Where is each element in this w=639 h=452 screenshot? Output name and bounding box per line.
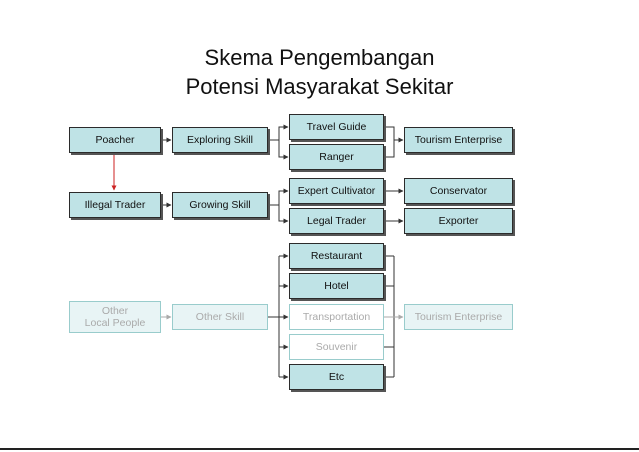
node-exporter: Exporter xyxy=(404,208,513,234)
node-souvenir: Souvenir xyxy=(289,334,384,360)
node-etc: Etc xyxy=(289,364,384,390)
node-hotel: Hotel xyxy=(289,273,384,299)
node-tourism-enterprise-1: Tourism Enterprise xyxy=(404,127,513,153)
node-ranger: Ranger xyxy=(289,144,384,170)
node-other-local-people: Other Local People xyxy=(69,301,161,333)
node-growing-skill: Growing Skill xyxy=(172,192,268,218)
node-other-skill: Other Skill xyxy=(172,304,268,330)
node-conservator: Conservator xyxy=(404,178,513,204)
edge-exploring-ranger xyxy=(278,140,289,160)
slide-bottom-border xyxy=(0,448,639,450)
node-exploring-skill: Exploring Skill xyxy=(172,127,268,153)
node-travel-guide: Travel Guide xyxy=(289,114,384,140)
diagram-title-line-1: Skema Pengembangan xyxy=(204,45,435,70)
node-restaurant: Restaurant xyxy=(289,243,384,269)
node-expert-cultivator: Expert Cultivator xyxy=(289,178,384,204)
edge-growing-legal xyxy=(278,205,289,224)
node-tourism-enterprise-2: Tourism Enterprise xyxy=(404,304,513,330)
edge-travel-tourism xyxy=(384,126,404,143)
node-illegal-trader: Illegal Trader xyxy=(69,192,161,218)
node-transportation: Transportation xyxy=(289,304,384,330)
diagram-title-line-2: Potensi Masyarakat Sekitar xyxy=(185,74,454,99)
node-poacher: Poacher xyxy=(69,127,161,153)
edge-growing-expert xyxy=(268,188,289,206)
node-legal-trader: Legal Trader xyxy=(289,208,384,234)
edge-ranger-tourism xyxy=(384,140,395,158)
edge-exploring-travel xyxy=(268,124,289,141)
